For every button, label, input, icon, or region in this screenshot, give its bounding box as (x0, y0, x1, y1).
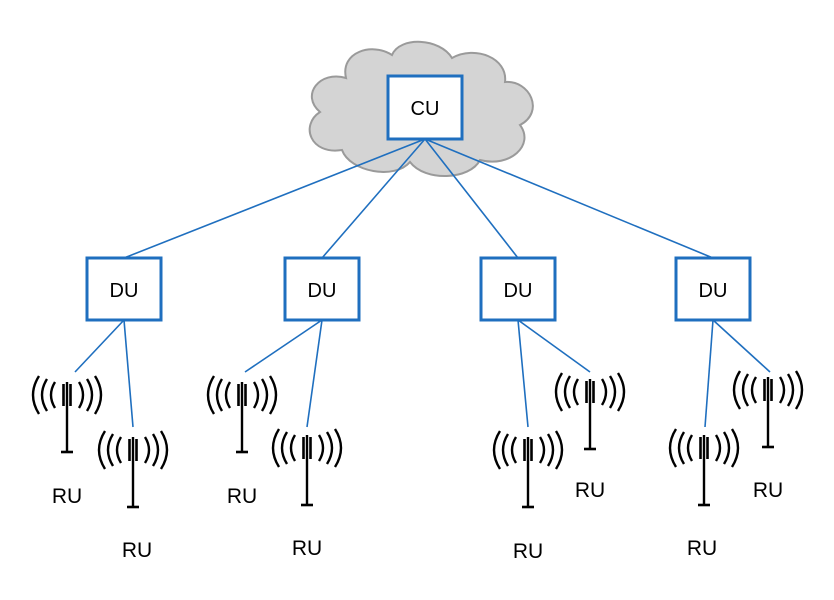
antenna-icon (271, 427, 343, 507)
ru-node: RU (492, 429, 564, 563)
du-label: DU (699, 280, 728, 302)
ru-label: RU (227, 485, 257, 508)
link-du4-ru-2 (712, 319, 771, 373)
du-node-3: DU (479, 256, 557, 322)
ru-node: RU (31, 374, 103, 508)
du-ru-links (74, 319, 771, 428)
cu-label: CU (411, 98, 440, 120)
du-label: DU (308, 280, 337, 302)
antenna-icon (732, 369, 804, 449)
ru-node: RU (732, 369, 804, 502)
ru-label: RU (292, 537, 322, 560)
ru-label: RU (513, 540, 543, 563)
ru-node: RU (668, 427, 740, 560)
du-label: DU (504, 280, 533, 302)
antenna-icon (668, 427, 740, 507)
link-du2-ru-2 (306, 319, 323, 428)
link-cu-du-4 (424, 138, 714, 259)
antenna-icon (31, 374, 103, 454)
ru-label: RU (687, 537, 717, 560)
ru-node: RU (206, 374, 278, 508)
link-du1-ru-2 (123, 319, 134, 428)
ru-node: RU (554, 371, 626, 502)
ru-node: RU (97, 429, 169, 562)
du-node-2: DU (283, 256, 361, 322)
ru-label: RU (753, 479, 783, 502)
ru-label: RU (52, 485, 82, 508)
cu-node: CU (386, 74, 464, 141)
cu-du-links (123, 138, 714, 259)
link-du2-ru-1 (244, 319, 323, 373)
link-du1-ru-1 (74, 319, 125, 373)
link-cu-du-2 (321, 138, 426, 259)
du-node-4: DU (674, 256, 752, 322)
antenna-icon (492, 429, 564, 509)
link-cu-du-3 (424, 138, 519, 259)
antenna-icon (97, 429, 169, 509)
ru-node: RU (271, 427, 343, 560)
ru-label: RU (122, 539, 152, 562)
ru-label: RU (575, 479, 605, 502)
du-label: DU (110, 280, 139, 302)
link-du3-ru-1 (517, 319, 529, 428)
antenna-icon (554, 371, 626, 451)
du-node-1: DU (85, 256, 163, 322)
link-du4-ru-1 (704, 319, 714, 428)
link-cu-du-1 (123, 138, 426, 259)
antenna-icon (206, 374, 278, 454)
link-du3-ru-2 (517, 319, 591, 373)
